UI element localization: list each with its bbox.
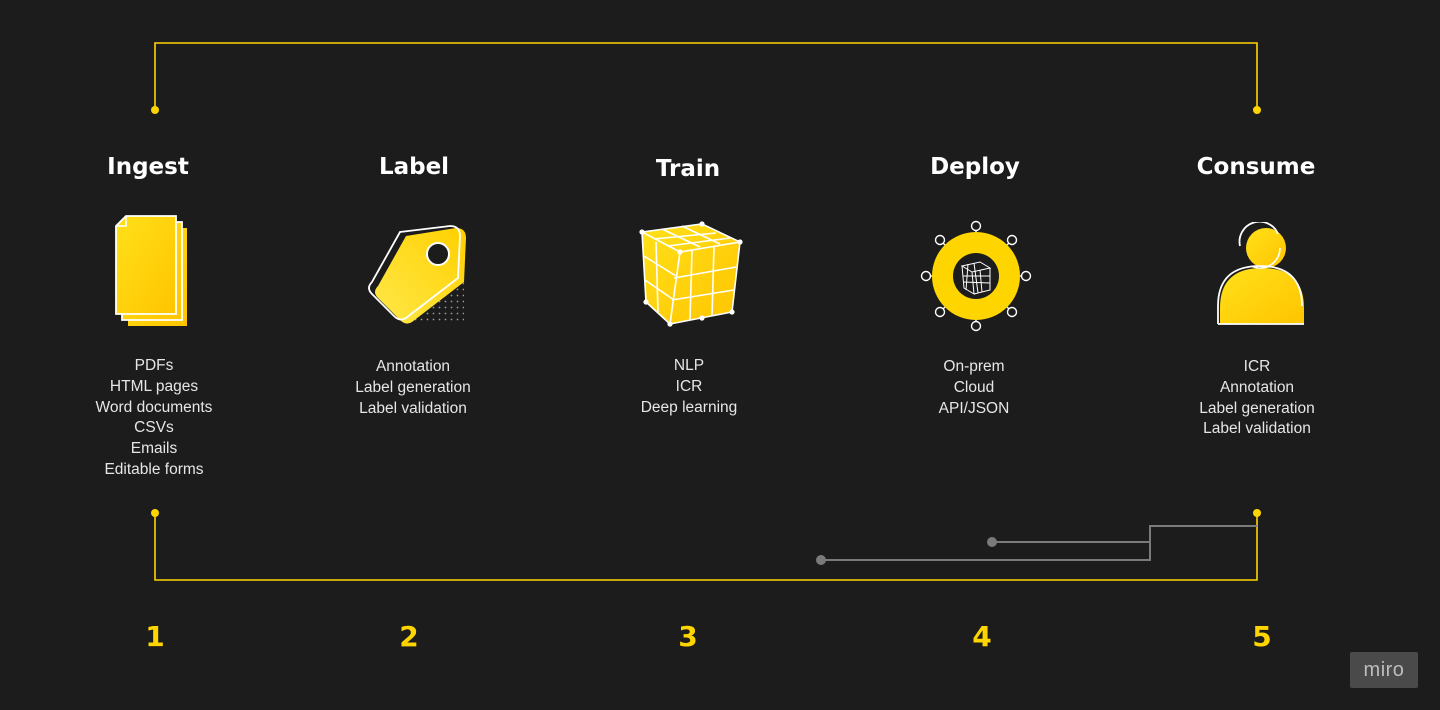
list-item: CSVs bbox=[134, 419, 174, 437]
feedback-connectors bbox=[816, 525, 1257, 565]
stage-number-2: 2 bbox=[399, 620, 419, 653]
stage-title-train: Train bbox=[655, 156, 721, 182]
top-bracket bbox=[151, 42, 1261, 114]
list-item: Emails bbox=[130, 440, 178, 458]
stage-title-consume: Consume bbox=[1196, 154, 1316, 180]
user-icon bbox=[1217, 222, 1304, 325]
stage-title-label: Label bbox=[378, 154, 450, 180]
wireframe-cube-icon bbox=[639, 221, 743, 327]
list-item: NLP bbox=[673, 357, 705, 374]
list-item: Label generation bbox=[355, 378, 471, 396]
list-item: Annotation bbox=[1219, 378, 1295, 396]
list-item: Label validation bbox=[1203, 420, 1311, 438]
network-cube-icon bbox=[920, 220, 1032, 332]
stage-number-3: 3 bbox=[678, 620, 698, 653]
stage-list-label: Annotation Label generation Label valida… bbox=[355, 357, 471, 419]
list-item: ICR bbox=[675, 377, 703, 395]
list-item: Deep learning bbox=[640, 398, 738, 416]
list-item: HTML pages bbox=[109, 377, 199, 395]
stage-list-ingest: PDFs HTML pages Word documents CSVs Emai… bbox=[96, 356, 213, 481]
list-item: On-prem bbox=[943, 358, 1005, 375]
list-item: API/JSON bbox=[938, 399, 1010, 417]
list-item: Editable forms bbox=[104, 460, 204, 478]
documents-icon bbox=[115, 215, 187, 326]
tag-icon bbox=[368, 225, 466, 324]
bottom-bracket bbox=[151, 509, 1261, 581]
stage-number-4: 4 bbox=[972, 620, 992, 653]
stage-number-1: 1 bbox=[145, 620, 165, 653]
list-item: Annotation bbox=[375, 358, 451, 375]
stage-title-deploy: Deploy bbox=[930, 154, 1020, 180]
list-item: Label validation bbox=[359, 399, 467, 417]
list-item: Word documents bbox=[95, 398, 213, 416]
stage-title-ingest: Ingest bbox=[107, 154, 189, 180]
list-item: ICR bbox=[1243, 358, 1271, 375]
stage-list-deploy: On-prem Cloud API/JSON bbox=[939, 357, 1010, 419]
stage-number-5: 5 bbox=[1252, 620, 1272, 653]
miro-logo: miro bbox=[1350, 652, 1418, 688]
stage-list-train: NLP ICR Deep learning bbox=[641, 356, 738, 418]
list-item: Cloud bbox=[953, 378, 995, 396]
list-item: PDFs bbox=[134, 357, 174, 374]
list-item: Label generation bbox=[1199, 399, 1315, 417]
stage-list-consume: ICR Annotation Label generation Label va… bbox=[1199, 357, 1315, 440]
